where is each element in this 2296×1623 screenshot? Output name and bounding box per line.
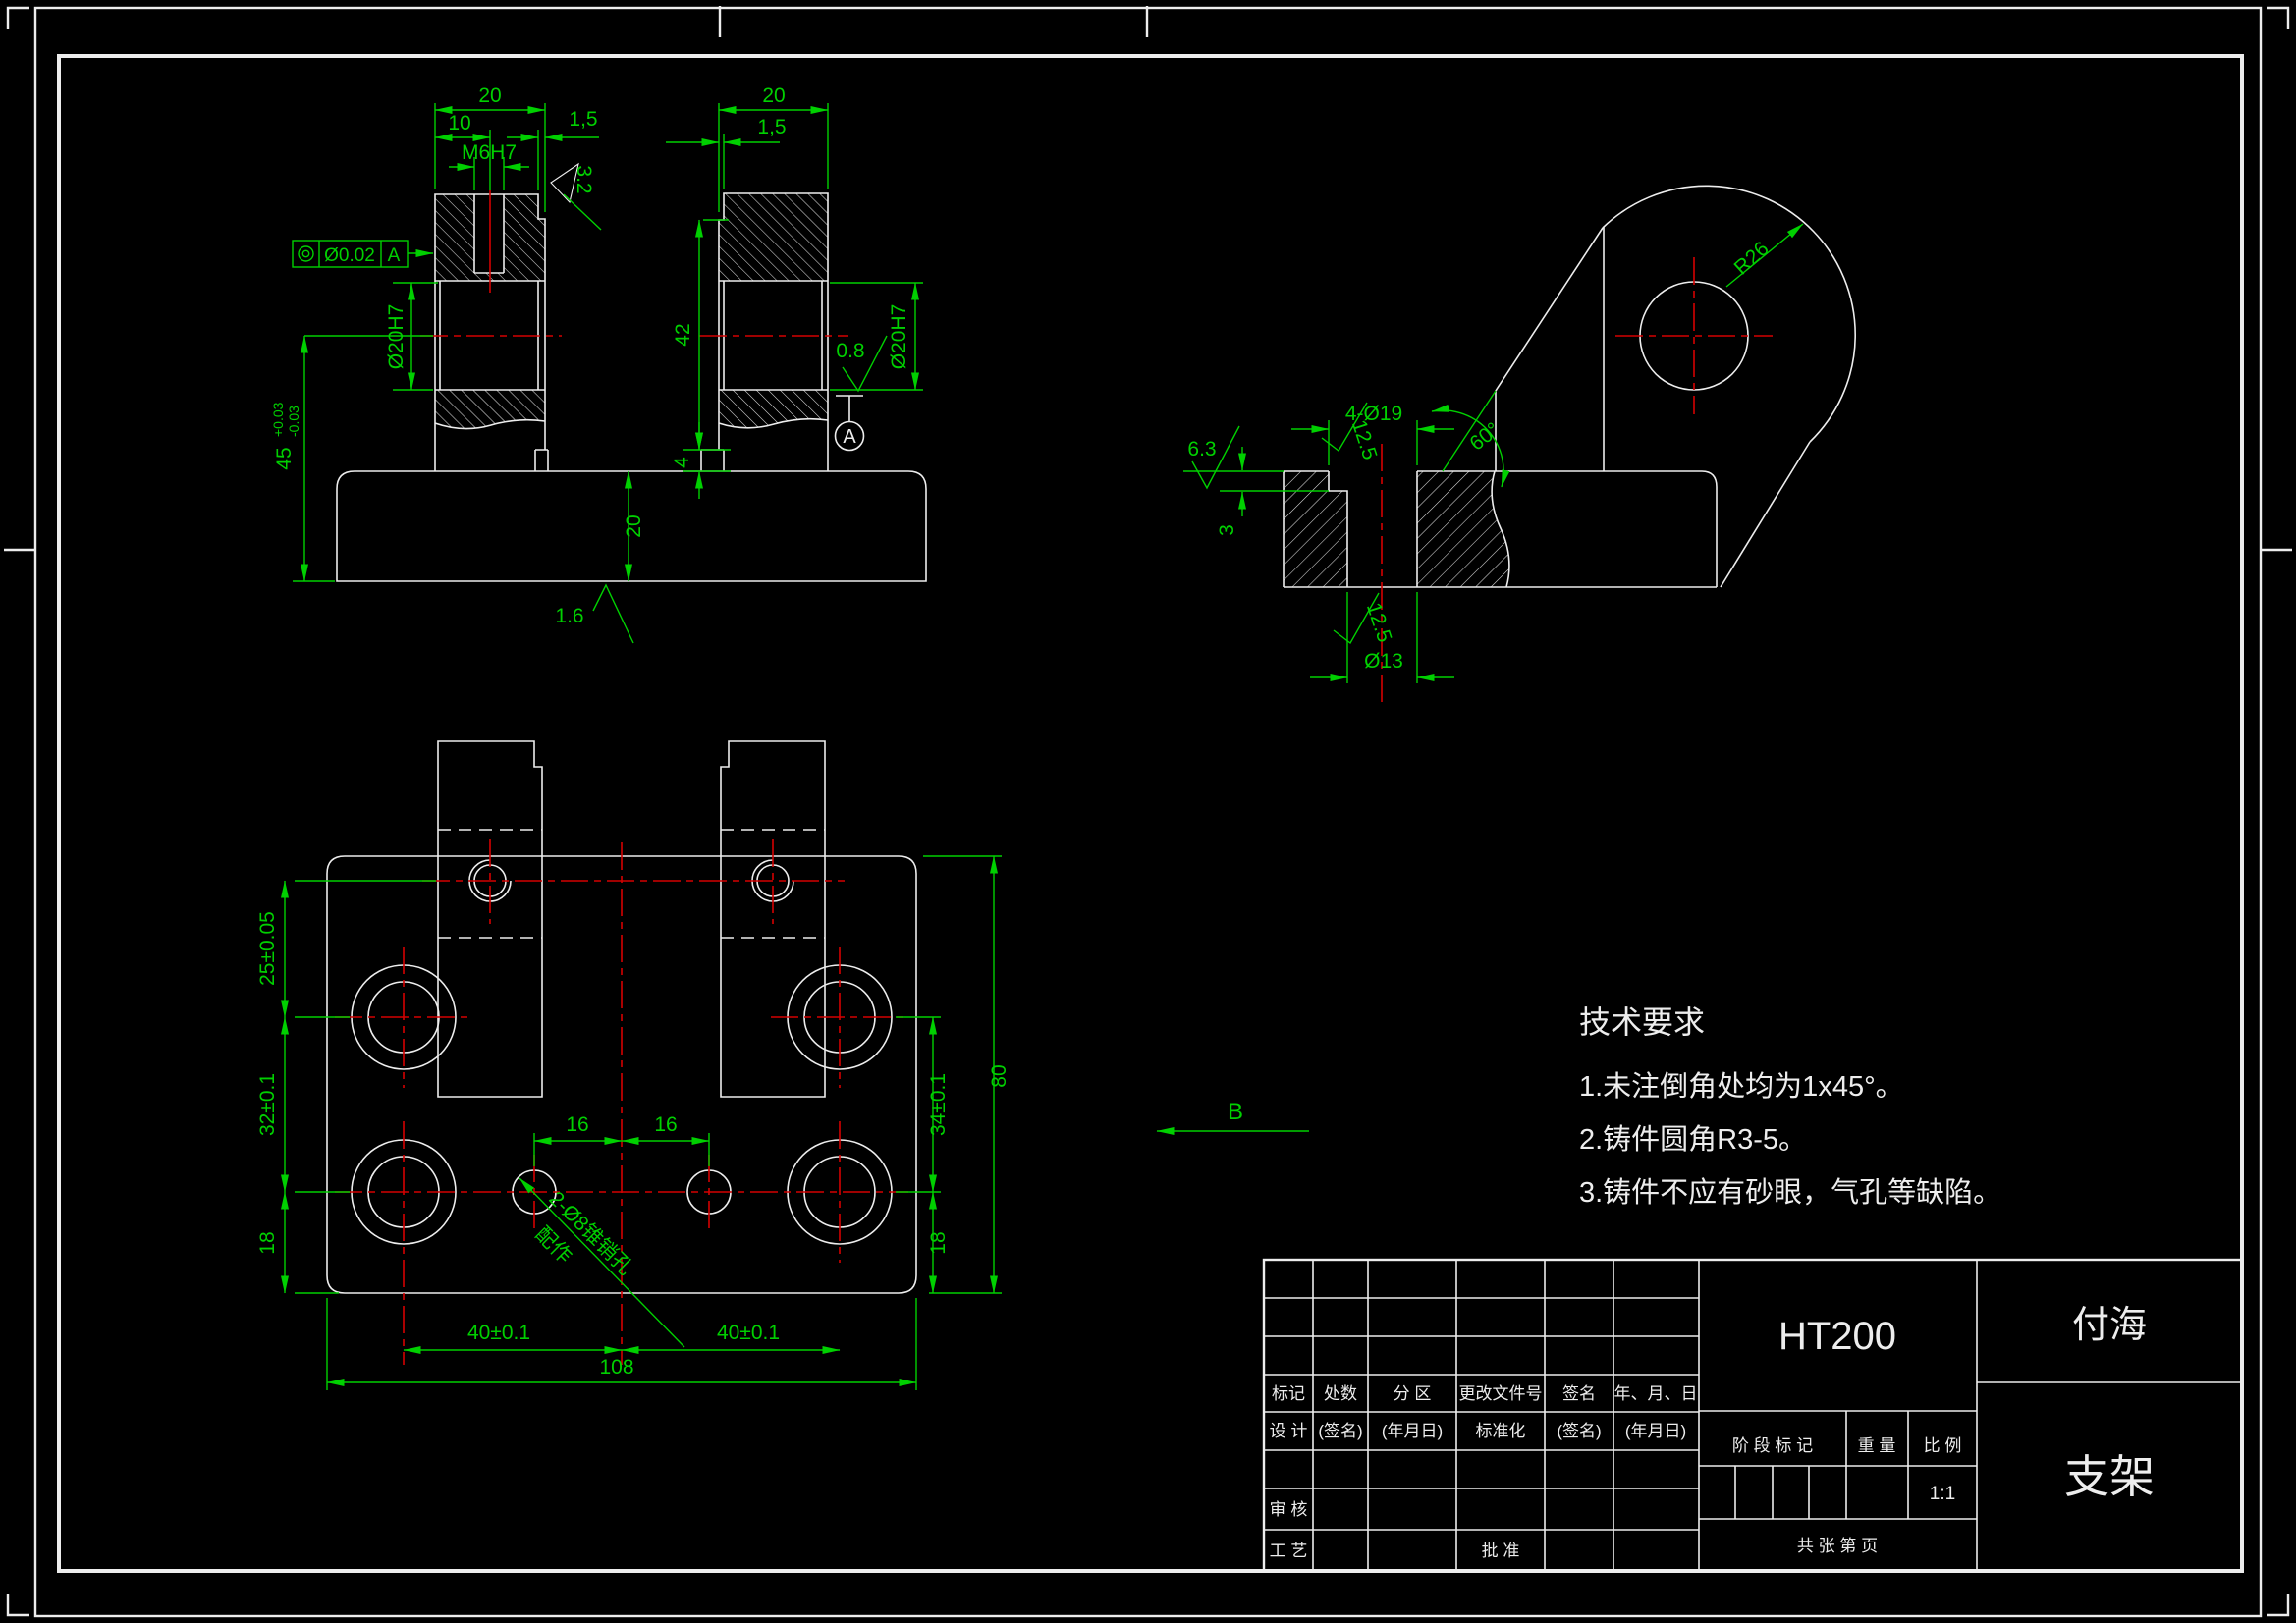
sf-3-2-symbol <box>550 162 579 204</box>
dim-20-base: 20 <box>623 514 645 537</box>
tb-sheji: 设 计 <box>1270 1422 1308 1440</box>
sf-1-6: 1.6 <box>555 605 583 627</box>
tech-req-title: 技术要求 <box>1579 1004 1705 1040</box>
plan-view: 25±0.05 32±0.1 18 34±0.1 18 80 16 16 40±… <box>256 740 1011 1390</box>
tb-gaiwenjian: 更改文件号 <box>1459 1384 1543 1403</box>
tb-biaoji: 标记 <box>1272 1384 1305 1403</box>
dim-d13: Ø13 <box>1364 650 1403 673</box>
dim-45-up: +0.03 <box>270 402 286 437</box>
tb-rq2: (年月日) <box>1625 1422 1686 1440</box>
dim-m6h7: M6H7 <box>462 141 517 164</box>
dim-25: 25±0.05 <box>256 911 279 986</box>
sf-0-8: 0.8 <box>836 340 864 362</box>
datum-a-label: A <box>843 426 856 448</box>
tb-chushu: 处数 <box>1324 1384 1357 1403</box>
tb-pizhun: 批 准 <box>1482 1542 1520 1560</box>
dim-80: 80 <box>988 1064 1011 1087</box>
side-view: R26 60° 4-Ø19 12.5 6.3 3 Ø13 12.5 <box>1183 185 1856 702</box>
plan-tab1 <box>437 740 543 1098</box>
front-base-plate <box>336 470 927 582</box>
dim-18-left: 18 <box>256 1231 279 1254</box>
plan-plate <box>326 855 917 1294</box>
tech-req-item2: 2.铸件圆角R3-5。 <box>1579 1123 1807 1156</box>
tb-part-name: 支架 <box>2064 1451 2155 1502</box>
dim-10: 10 <box>448 112 470 135</box>
tb-rq1: (年月日) <box>1382 1422 1443 1440</box>
tb-jieduan: 阶 段 标 记 <box>1732 1436 1813 1455</box>
tb-fenqu: 分 区 <box>1394 1384 1432 1403</box>
dim-60deg: 60° <box>1465 418 1503 456</box>
dim-16-a: 16 <box>566 1113 588 1136</box>
tolerance-frame: Ø0.02 A <box>292 240 434 268</box>
dia-20h7-right: Ø20H7 <box>888 304 910 370</box>
tb-zhongliang: 重 量 <box>1858 1436 1896 1455</box>
plan-dims: 25±0.05 32±0.1 18 34±0.1 18 80 16 16 40±… <box>256 855 1011 1390</box>
tb-material: HT200 <box>1778 1315 1896 1358</box>
sf-6-3: 6.3 <box>1187 438 1216 460</box>
dim-34: 34±0.1 <box>927 1073 950 1136</box>
tb-bili: 比 例 <box>1924 1436 1962 1455</box>
dim-45-dn: -0.03 <box>286 406 301 437</box>
tb-footer: 共 张 第 页 <box>1797 1537 1878 1555</box>
tb-qianming: 签名 <box>1562 1384 1596 1403</box>
dim-20-right: 20 <box>762 84 785 107</box>
plan-tab2 <box>720 740 826 1098</box>
dim-4xd19: 4-Ø19 <box>1345 403 1402 425</box>
dim-40-a: 40±0.1 <box>467 1322 530 1344</box>
tech-req-item1: 1.未注倒角处均为1x45°。 <box>1579 1070 1904 1103</box>
dim-r26: R26 <box>1730 238 1774 280</box>
tb-bzh: 标准化 <box>1476 1422 1526 1440</box>
dim-40-b: 40±0.1 <box>717 1322 780 1344</box>
dim-3: 3 <box>1216 524 1238 536</box>
dim-1-5-left: 1,5 <box>569 108 597 131</box>
dim-32: 32±0.1 <box>256 1073 279 1136</box>
concentricity-icon <box>298 245 314 262</box>
dim-42: 42 <box>672 323 694 346</box>
dim-16-b: 16 <box>654 1113 677 1136</box>
view-b-label: B <box>1228 1099 1243 1125</box>
dim-45: 45 <box>273 447 296 469</box>
tb-qm1: (签名) <box>1318 1422 1362 1440</box>
view-b-marker: B <box>1156 1099 1309 1135</box>
dim-18-right: 18 <box>927 1231 950 1254</box>
sf-3-2: 3.2 <box>573 165 595 193</box>
front-dims: 20 10 1,5 M6H7 3.2 Ø0.02 A <box>270 84 923 644</box>
sf-12-5-bot: 12.5 <box>1362 600 1396 645</box>
side-upright <box>1495 227 1604 471</box>
side-head-arc <box>1602 185 1856 443</box>
tb-shenhe: 审 核 <box>1270 1500 1308 1519</box>
tb-scale: 1:1 <box>1930 1484 1955 1504</box>
dim-4: 4 <box>671 457 693 468</box>
side-base <box>1283 470 1718 588</box>
dim-1-5-right: 1,5 <box>757 116 786 138</box>
dim-20-left: 20 <box>478 84 501 107</box>
tech-req-item3: 3.铸件不应有砂眼，气孔等缺陷。 <box>1579 1176 2001 1209</box>
side-dims: R26 60° 4-Ø19 12.5 6.3 3 Ø13 12.5 <box>1183 223 1804 683</box>
dia-20h7-left: Ø20H7 <box>385 304 408 370</box>
sheet-frame <box>4 6 2292 1618</box>
tb-author: 付海 <box>2072 1305 2147 1346</box>
datum-a-flag: A <box>834 395 865 452</box>
tb-gongyi: 工 艺 <box>1270 1542 1308 1560</box>
tb-riqi: 年、月、日 <box>1614 1384 1698 1403</box>
tol-datum: A <box>388 245 401 266</box>
title-block: 标记 处数 分 区 更改文件号 签名 年、月、日 设 计 (签名) (年月日) … <box>1262 1258 2244 1573</box>
dim-108: 108 <box>599 1356 633 1379</box>
tech-requirements: 技术要求 1.未注倒角处均为1x45°。 2.铸件圆角R3-5。 3.铸件不应有… <box>1579 1004 2001 1209</box>
front-view: 20 10 1,5 M6H7 3.2 Ø0.02 A <box>270 84 927 644</box>
tb-qm2: (签名) <box>1557 1422 1601 1440</box>
tol-value: Ø0.02 <box>324 245 375 266</box>
